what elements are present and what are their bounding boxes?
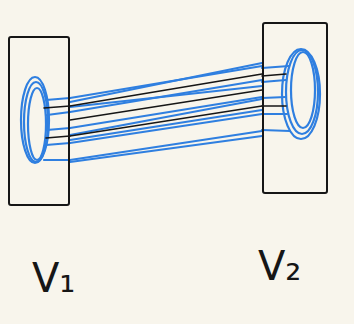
set-label: V₁	[30, 258, 77, 298]
vertex-set-box: V₁	[8, 36, 70, 206]
vertex-subset-ellipse	[21, 77, 49, 163]
edge-bundle	[70, 63, 262, 162]
vertex-set-box: V₂	[262, 22, 328, 194]
set-label: V₂	[256, 246, 303, 286]
vertex-subset-ellipse	[28, 88, 46, 160]
vertex-subset-ellipse	[291, 52, 315, 128]
vertex-subset-ellipse	[282, 49, 320, 139]
vertex-subset-ellipse	[286, 50, 318, 134]
